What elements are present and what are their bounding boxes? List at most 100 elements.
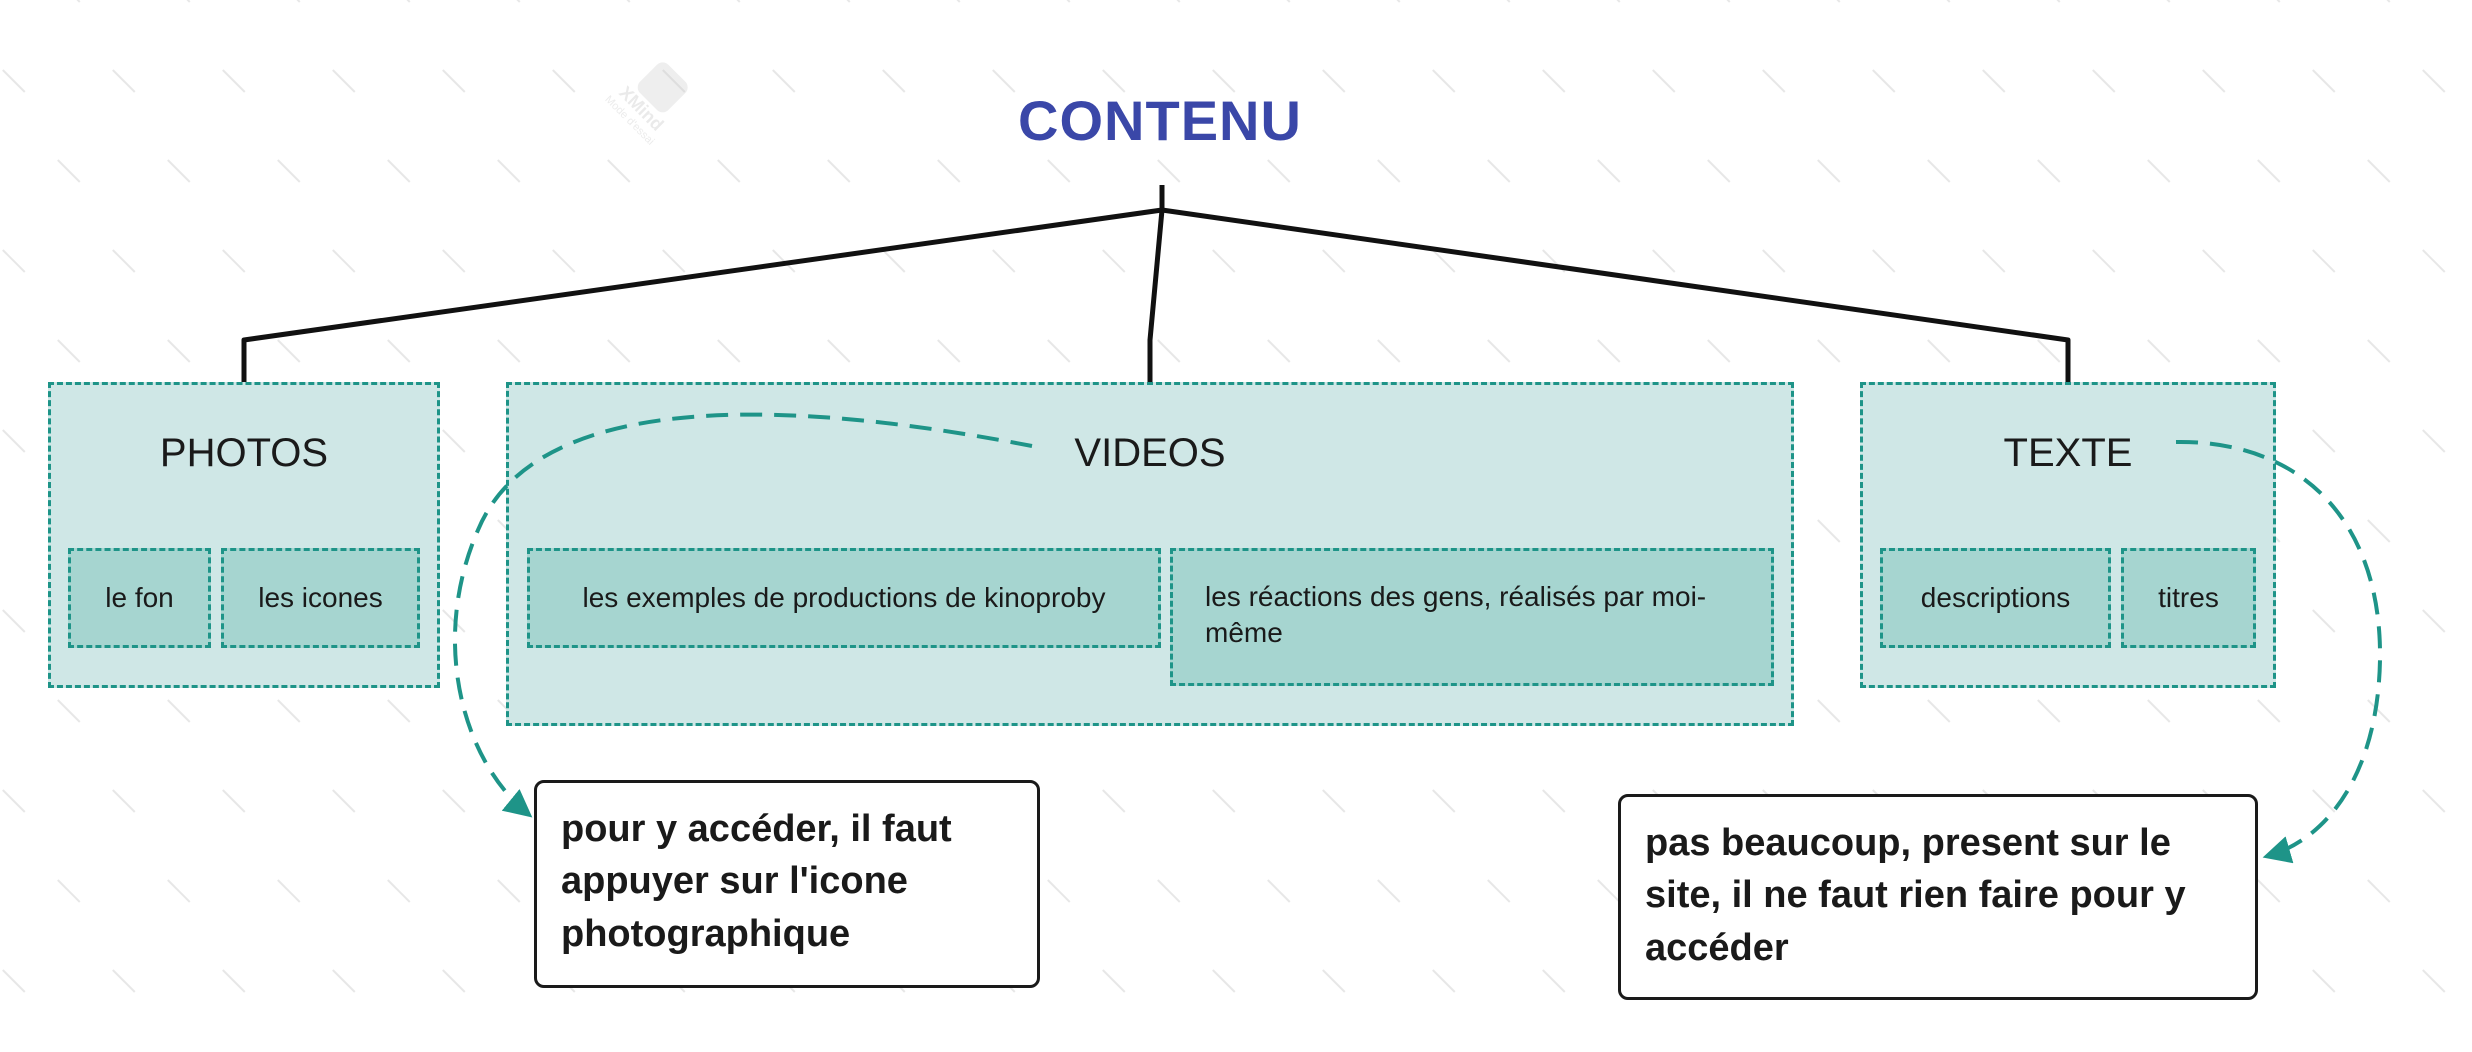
- watermark-stroke: [167, 339, 191, 363]
- watermark-stroke: [1212, 249, 1236, 273]
- watermark-stroke: [937, 339, 961, 363]
- watermark-stroke: [662, 249, 686, 273]
- watermark-stroke: [1927, 699, 1951, 723]
- watermark-stroke: [2257, 339, 2281, 363]
- watermark-stroke: [2257, 159, 2281, 183]
- watermark-stroke: [57, 879, 81, 903]
- watermark-stroke: [2367, 159, 2391, 183]
- watermark-stroke: [387, 339, 411, 363]
- watermark-stroke: [2, 429, 26, 453]
- watermark-stroke: [1597, 339, 1621, 363]
- watermark-stroke: [1157, 339, 1181, 363]
- watermark-stroke: [1102, 789, 1126, 813]
- watermark-stroke: [167, 699, 191, 723]
- watermark-stroke: [772, 69, 796, 93]
- watermark-stroke: [846, 0, 851, 3]
- watermark-stroke: [1432, 249, 1456, 273]
- root-topic-contenu: CONTENU: [1018, 88, 1302, 152]
- watermark-stroke: [2386, 0, 2391, 3]
- watermark-stroke: [296, 0, 301, 3]
- watermark-stroke: [2, 789, 26, 813]
- watermark-stroke: [1157, 159, 1181, 183]
- watermark-stroke: [1707, 159, 1731, 183]
- watermark-stroke: [442, 429, 466, 453]
- leaf-le-fon: le fon: [68, 548, 211, 648]
- watermark-stroke: [552, 69, 576, 93]
- watermark-stroke: [1267, 339, 1291, 363]
- watermark-stroke: [406, 0, 411, 3]
- watermark-stroke: [222, 789, 246, 813]
- watermark-stroke: [2257, 699, 2281, 723]
- watermark-stroke: [57, 699, 81, 723]
- watermark-stroke: [1047, 159, 1071, 183]
- watermark-stroke: [2, 249, 26, 273]
- watermark-stroke: [1817, 159, 1841, 183]
- watermark-stroke: [2147, 699, 2171, 723]
- watermark-stroke: [2312, 69, 2336, 93]
- watermark-stroke: [1047, 879, 1071, 903]
- watermark-stroke: [1487, 159, 1511, 183]
- watermark-stroke: [2422, 249, 2446, 273]
- watermark-stroke: [516, 0, 521, 3]
- watermark-stroke: [277, 159, 301, 183]
- note-acces-photos: pour y accéder, il faut appuyer sur l'ic…: [534, 780, 1040, 988]
- watermark-stroke: [1597, 879, 1621, 903]
- watermark-stroke: [882, 249, 906, 273]
- watermark-stroke: [2422, 969, 2446, 993]
- watermark-stroke: [112, 969, 136, 993]
- watermark-stroke: [387, 699, 411, 723]
- watermark-stroke: [1066, 0, 1071, 3]
- watermark-stroke: [552, 249, 576, 273]
- watermark-stroke: [1762, 69, 1786, 93]
- watermark-stroke: [2147, 339, 2171, 363]
- watermark-stroke: [387, 879, 411, 903]
- watermark-stroke: [1872, 249, 1896, 273]
- watermark-stroke: [222, 249, 246, 273]
- watermark-stroke: [2202, 69, 2226, 93]
- watermark-stroke: [2422, 609, 2446, 633]
- watermark-stroke: [1212, 789, 1236, 813]
- watermark-stroke: [1542, 969, 1566, 993]
- note-acces-texte: pas beaucoup, present sur le site, il ne…: [1618, 794, 2258, 1000]
- watermark-stroke: [956, 0, 961, 3]
- watermark-stroke: [1176, 0, 1181, 3]
- watermark-stroke: [1212, 969, 1236, 993]
- watermark-stroke: [387, 159, 411, 183]
- leaf-exemples-productions: les exemples de productions de kinoproby: [527, 548, 1161, 648]
- watermark-stroke: [2092, 249, 2116, 273]
- watermark-stroke: [2166, 0, 2171, 3]
- watermark-stroke: [1597, 159, 1621, 183]
- watermark-stroke: [1982, 69, 2006, 93]
- leaf-titres: titres: [2121, 548, 2256, 648]
- watermark-stroke: [167, 159, 191, 183]
- watermark-stroke: [1817, 519, 1841, 543]
- watermark-stroke: [2092, 69, 2116, 93]
- watermark-stroke: [332, 249, 356, 273]
- watermark-stroke: [937, 159, 961, 183]
- watermark-stroke: [1432, 969, 1456, 993]
- watermark-stroke: [2, 69, 26, 93]
- watermark-stroke: [2202, 249, 2226, 273]
- watermark-stroke: [1377, 339, 1401, 363]
- watermark-stroke: [717, 339, 741, 363]
- watermark-stroke: [2056, 0, 2061, 3]
- group-title-texte: TEXTE: [2003, 430, 2133, 475]
- watermark-stroke: [2367, 339, 2391, 363]
- watermark-stroke: [2422, 789, 2446, 813]
- watermark-stroke: [1286, 0, 1291, 3]
- watermark-stroke: [2037, 159, 2061, 183]
- group-title-photos: PHOTOS: [159, 430, 329, 475]
- watermark-stroke: [626, 0, 631, 3]
- watermark-stroke: [607, 159, 631, 183]
- watermark-stroke: [827, 339, 851, 363]
- watermark-stroke: [2037, 339, 2061, 363]
- watermark-stroke: [2037, 699, 2061, 723]
- watermark-stroke: [2312, 249, 2336, 273]
- watermark-stroke: [1267, 159, 1291, 183]
- watermark-stroke: [2312, 969, 2336, 993]
- watermark-stroke: [277, 879, 301, 903]
- watermark-stroke: [1487, 339, 1511, 363]
- watermark-stroke: [992, 69, 1016, 93]
- watermark-stroke: [1377, 879, 1401, 903]
- watermark-stroke: [1762, 249, 1786, 273]
